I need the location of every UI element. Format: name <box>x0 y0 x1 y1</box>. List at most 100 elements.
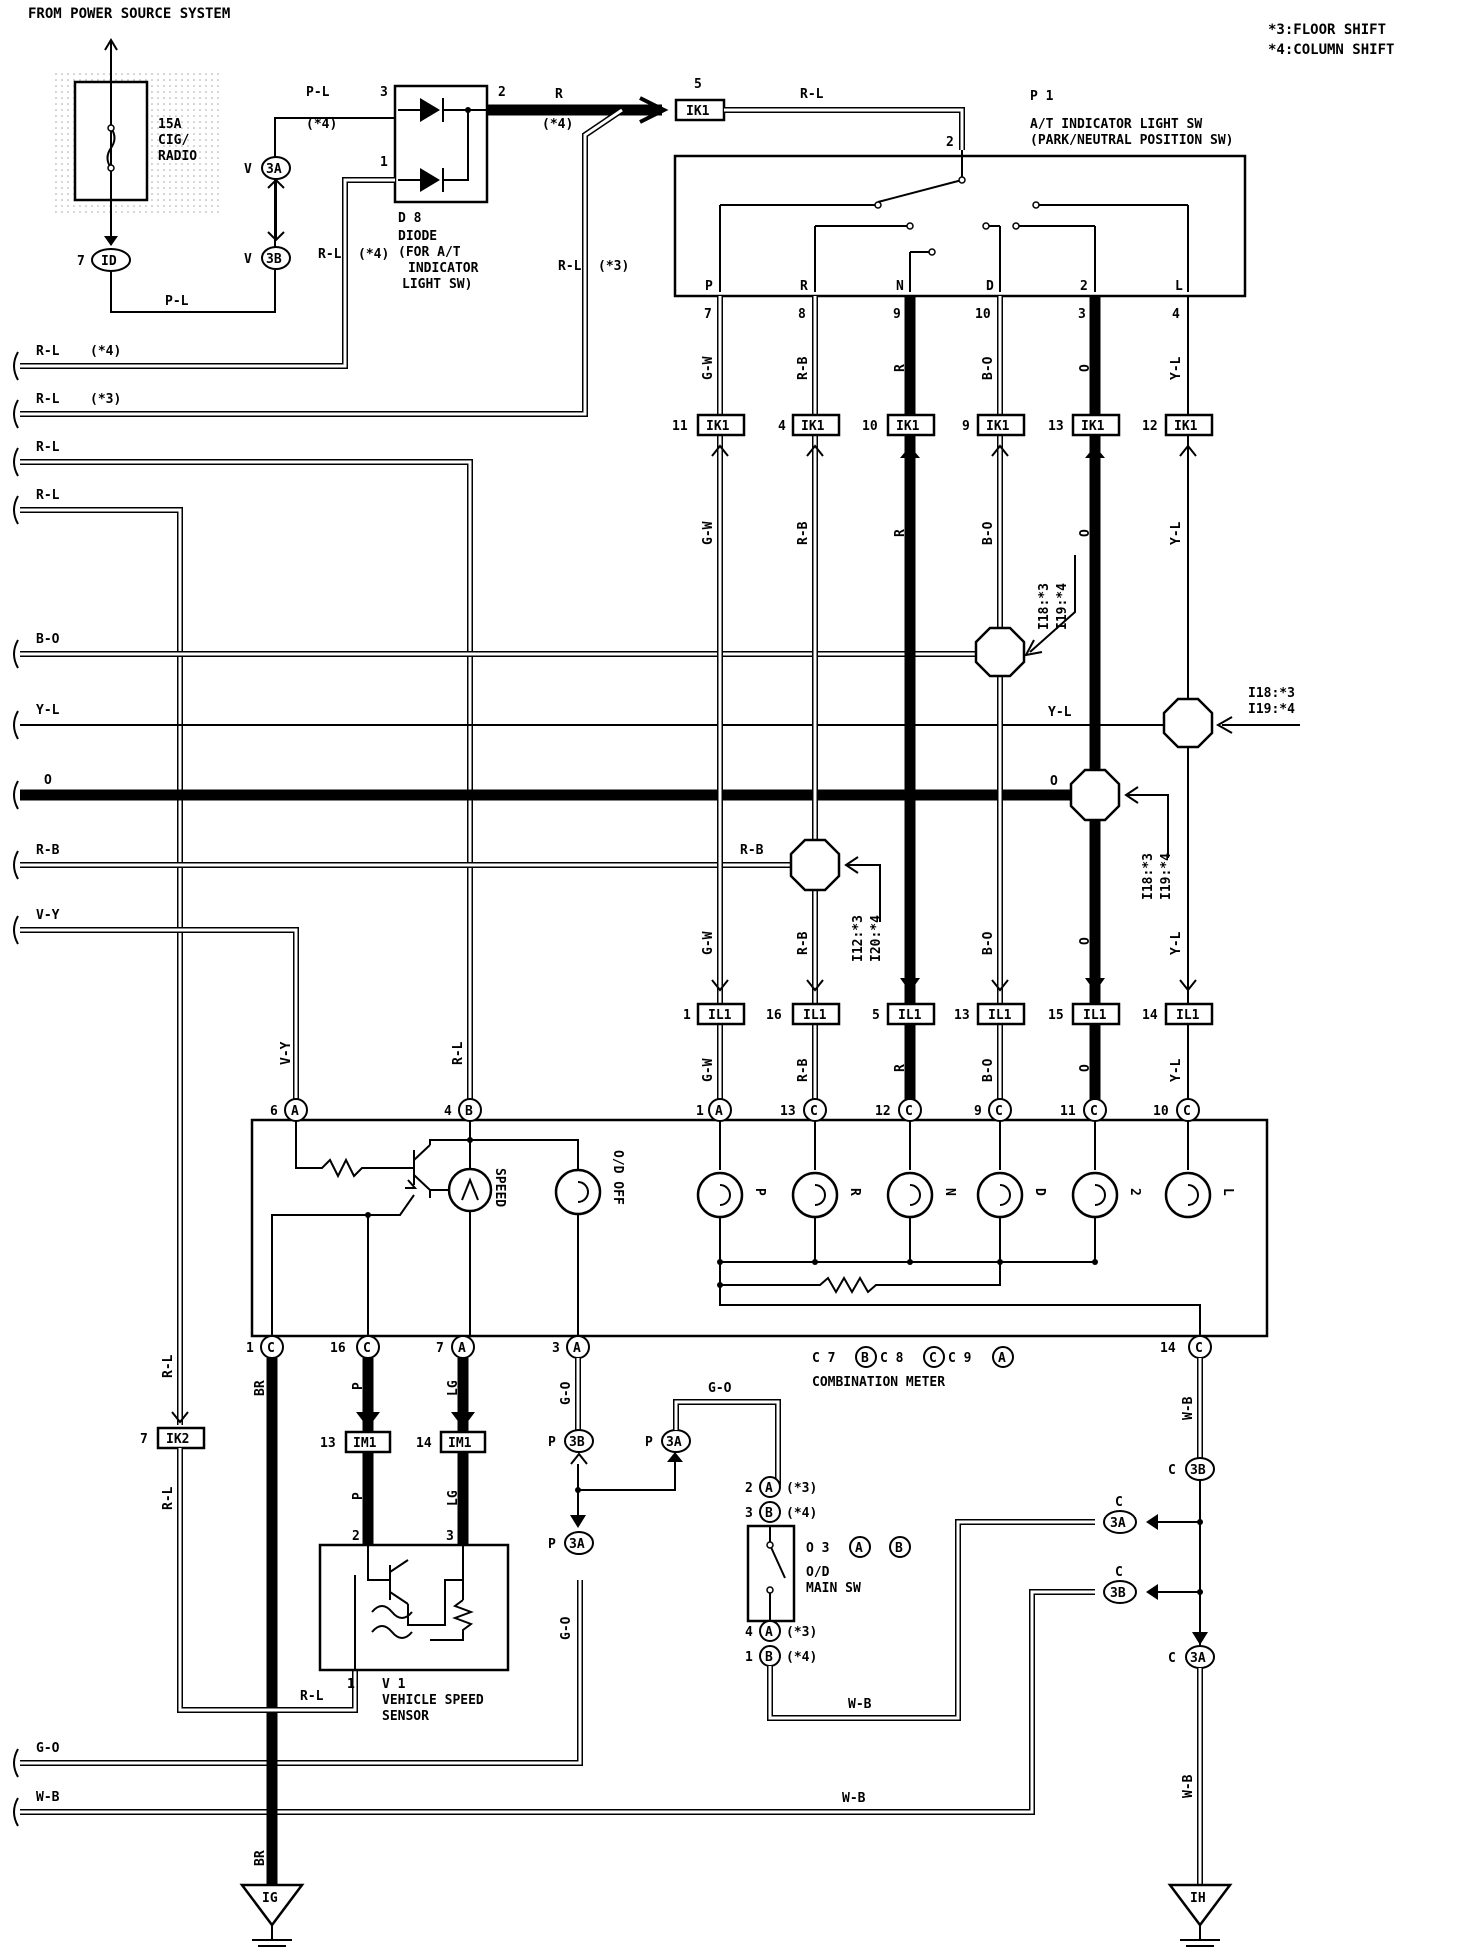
sensor-pin-1: 1 <box>347 1677 355 1692</box>
col-label-yl-4: Y-L <box>1169 1058 1184 1082</box>
wb-jct-3b-top: 3B <box>1190 1463 1206 1478</box>
meter-bot-conn-16: C <box>363 1341 371 1356</box>
meter-pin-12: 12 <box>875 1104 891 1119</box>
fuse-conn: ID <box>101 254 117 269</box>
od-pin-1: 1 <box>745 1650 753 1665</box>
left-wire-9-label: V-Y <box>36 908 60 923</box>
vehicle-speed-sensor: 2 3 1 V 1 VEHICLE SPEED SENSOR <box>318 1529 510 1724</box>
col-label-o-2: O <box>1078 529 1093 537</box>
fuse-conn-pin: 7 <box>77 254 85 269</box>
meter-pin-11: 11 <box>1060 1104 1076 1119</box>
im1-connectors: IM1 IM1 13 14 <box>320 1412 487 1454</box>
meter-code-b: B <box>861 1351 869 1366</box>
speed-label: SPEED <box>492 1168 507 1207</box>
il1-pin-13: 13 <box>954 1008 970 1023</box>
wire-label-rb-mid: R-B <box>740 843 764 858</box>
meter-code-c8: C 8 <box>880 1351 904 1366</box>
il1-row: IL1 IL1 IL1 IL1 IL1 IL1 1 16 5 13 15 14 <box>683 978 1214 1026</box>
left-wire-4-label: R-L <box>36 488 60 503</box>
column-labels-upper: G-W R-B R B-O O Y-L G-W R-B R B-O O Y-L … <box>701 356 1184 1082</box>
ik1-label-6: IK1 <box>1174 419 1198 434</box>
meter-pin-1: 1 <box>696 1104 704 1119</box>
splice-o-note-2: I19:*4 <box>1159 853 1174 900</box>
go-jct-p-3: P <box>548 1537 556 1552</box>
meter-bottom-connectors: C C A A C 1 16 7 3 14 <box>246 1335 1212 1359</box>
col-label-o-1: O <box>1078 364 1093 372</box>
diode-note-pl: (*4) <box>306 117 337 132</box>
switch-positions: P R N D 2 L 7 8 9 10 3 4 <box>704 279 1183 322</box>
switch-desc: (PARK/NEUTRAL POSITION SW) <box>1030 133 1234 148</box>
left-wire-2-label: R-L <box>36 392 60 407</box>
wire-label-br-2: BR <box>253 1850 268 1866</box>
od-conn-a-2: A <box>765 1625 773 1640</box>
od-conn-b-1: B <box>765 1506 773 1521</box>
il1-label-4: IL1 <box>988 1008 1012 1023</box>
meter-code-a: A <box>998 1351 1006 1366</box>
wb-jct-c-4: C <box>1168 1651 1176 1666</box>
left-wire-6-label: Y-L <box>36 703 60 718</box>
meter-bot-pin-3: 3 <box>552 1341 560 1356</box>
col-label-rb-4: R-B <box>796 1058 811 1082</box>
ik1-in-pin: 5 <box>694 77 702 92</box>
diode-id: D 8 <box>398 211 422 226</box>
switch-pos-p: P <box>705 279 713 294</box>
col-label-yl-3: Y-L <box>1169 931 1184 955</box>
wire-label-lg-2: LG <box>446 1490 461 1506</box>
power-source-label: FROM POWER SOURCE SYSTEM <box>28 6 230 22</box>
od-note-4-b: (*4) <box>786 1650 817 1665</box>
ground-ih: IH <box>1167 1883 1233 1947</box>
wire-label-wb-1: W-B <box>1181 1396 1196 1420</box>
od-conn-b-2: B <box>765 1650 773 1665</box>
diode-pin-1: 1 <box>380 155 388 170</box>
junction-v: 3A V 3B V <box>244 117 395 270</box>
wb-jct-3a-bottom: 3A <box>1190 1651 1206 1666</box>
wb-jct-3b-side: 3B <box>1110 1586 1126 1601</box>
ik1-label-3: IK1 <box>896 419 920 434</box>
il1-label-6: IL1 <box>1176 1008 1200 1023</box>
col-label-gw-2: G-W <box>701 521 716 545</box>
sensor-name-1: VEHICLE SPEED <box>382 1693 484 1708</box>
lamp-label-r: R <box>847 1188 862 1196</box>
meter-bot-conn-14: C <box>1195 1341 1203 1356</box>
im1-pin-14: 14 <box>416 1436 432 1451</box>
wire-label-o-mid: O <box>1050 774 1058 789</box>
col-label-r-4: R <box>893 1064 908 1072</box>
wb-junction: 3B C 3A C 3B C 3A C <box>1103 1457 1215 1669</box>
splice-bo-note-2: I19:*4 <box>1055 583 1070 630</box>
meter-bot-pin-7: 7 <box>436 1341 444 1356</box>
fuse-name-2: RADIO <box>158 149 197 164</box>
col-label-yl-2: Y-L <box>1169 521 1184 545</box>
od-pin-3: 3 <box>745 1506 753 1521</box>
left-wire-8-label: R-B <box>36 843 60 858</box>
ik1-pin-11: 11 <box>672 419 688 434</box>
switch-id: P 1 <box>1030 89 1054 104</box>
ground-ig-label: IG <box>262 1891 278 1906</box>
splice-bo: I18:*3 I19:*4 <box>974 555 1076 678</box>
go-junction: 3B P 3A P 3A P <box>548 1429 691 1555</box>
diode-desc-3: LIGHT SW) <box>402 277 472 292</box>
fuse-cig-radio: 15A CIG/ RADIO ID 7 <box>55 38 220 272</box>
wire-label-p-2: P <box>351 1492 366 1500</box>
left-wire-1-label: R-L <box>36 344 60 359</box>
col-label-bo-4: B-O <box>981 1058 996 1082</box>
ik2-label: IK2 <box>166 1432 189 1447</box>
meter-top-pin-4: 4 <box>444 1104 452 1119</box>
splice-yl: Y-L I18:*3 I19:*4 <box>1048 686 1300 749</box>
combination-meter-box <box>250 1118 1269 1338</box>
od-note-3-b: (*3) <box>786 1625 817 1640</box>
meter-conn-4: C <box>995 1104 1003 1119</box>
splice-rb-note-1: I12:*3 <box>851 915 866 962</box>
col-label-bo-3: B-O <box>981 931 996 955</box>
meter-top-conn-b: B <box>465 1104 473 1119</box>
meter-top-conn-a: A <box>291 1104 299 1119</box>
wire-label-lg-1: LG <box>446 1380 461 1396</box>
col-label-gw-1: G-W <box>701 356 716 380</box>
splice-yl-note-1: I18:*3 <box>1248 686 1295 701</box>
col-label-o-4: O <box>1078 1064 1093 1072</box>
ik1-in-conn: IK1 <box>686 104 710 119</box>
meter-code: C 7 B C 8 C C 9 A COMBINATION METER <box>812 1346 1014 1390</box>
lamp-label-l: L <box>1220 1188 1235 1196</box>
il1-label-2: IL1 <box>803 1008 827 1023</box>
switch-pin-9: 9 <box>893 307 901 322</box>
wire-label-rl-sensor: R-L <box>300 1689 324 1704</box>
